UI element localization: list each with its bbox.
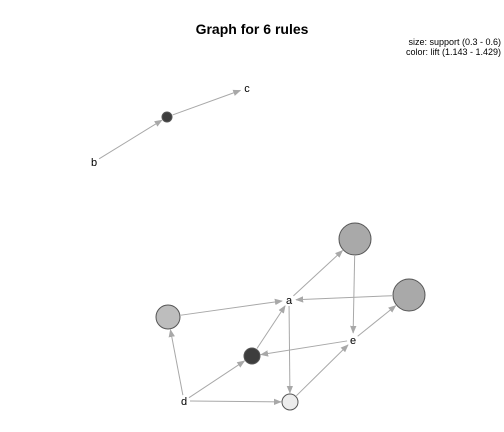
item-label-b[interactable]: b bbox=[91, 157, 97, 169]
item-label-e[interactable]: e bbox=[350, 335, 356, 347]
rule-node-r6[interactable] bbox=[281, 393, 299, 411]
item-labels-layer: a b c d e bbox=[91, 83, 356, 408]
rule-node-r1[interactable] bbox=[161, 111, 173, 123]
edge-d-to-rule-r4 bbox=[168, 328, 184, 396]
edge-rule-r6-to-e bbox=[296, 344, 349, 397]
item-label-d[interactable]: d bbox=[181, 396, 187, 408]
edge-d-to-rule-r5 bbox=[188, 360, 246, 399]
legend-color-text: color: lift (1.143 - 1.429) bbox=[406, 47, 501, 57]
rule-node-r3[interactable] bbox=[338, 222, 372, 256]
edges-layer bbox=[98, 89, 397, 406]
edge-d-to-rule-r6 bbox=[189, 398, 282, 406]
edge-e-to-rule-r2 bbox=[357, 305, 397, 337]
edge-rule-r1-to-c bbox=[172, 89, 242, 116]
edge-b-to-rule-r1 bbox=[98, 119, 163, 160]
edge-rule-r3-to-e bbox=[350, 255, 357, 334]
edge-e-to-rule-r5 bbox=[260, 340, 348, 357]
graph-title: Graph for 6 rules bbox=[196, 21, 309, 37]
edge-rule-r2-to-a bbox=[295, 295, 393, 303]
edge-a-to-rule-r3 bbox=[293, 249, 344, 297]
edge-rule-r4-to-a bbox=[180, 298, 283, 316]
rule-nodes-layer bbox=[155, 111, 426, 411]
rule-node-r4[interactable] bbox=[155, 304, 181, 330]
edge-rule-r5-to-a bbox=[256, 305, 286, 349]
legend-size-text: size: support (0.3 - 0.6) bbox=[408, 37, 501, 47]
rule-node-r5[interactable] bbox=[243, 347, 261, 365]
item-label-a[interactable]: a bbox=[286, 295, 293, 307]
item-label-c[interactable]: c bbox=[244, 83, 250, 95]
edge-a-to-rule-r6 bbox=[286, 305, 294, 394]
rule-node-r2[interactable] bbox=[392, 278, 426, 312]
